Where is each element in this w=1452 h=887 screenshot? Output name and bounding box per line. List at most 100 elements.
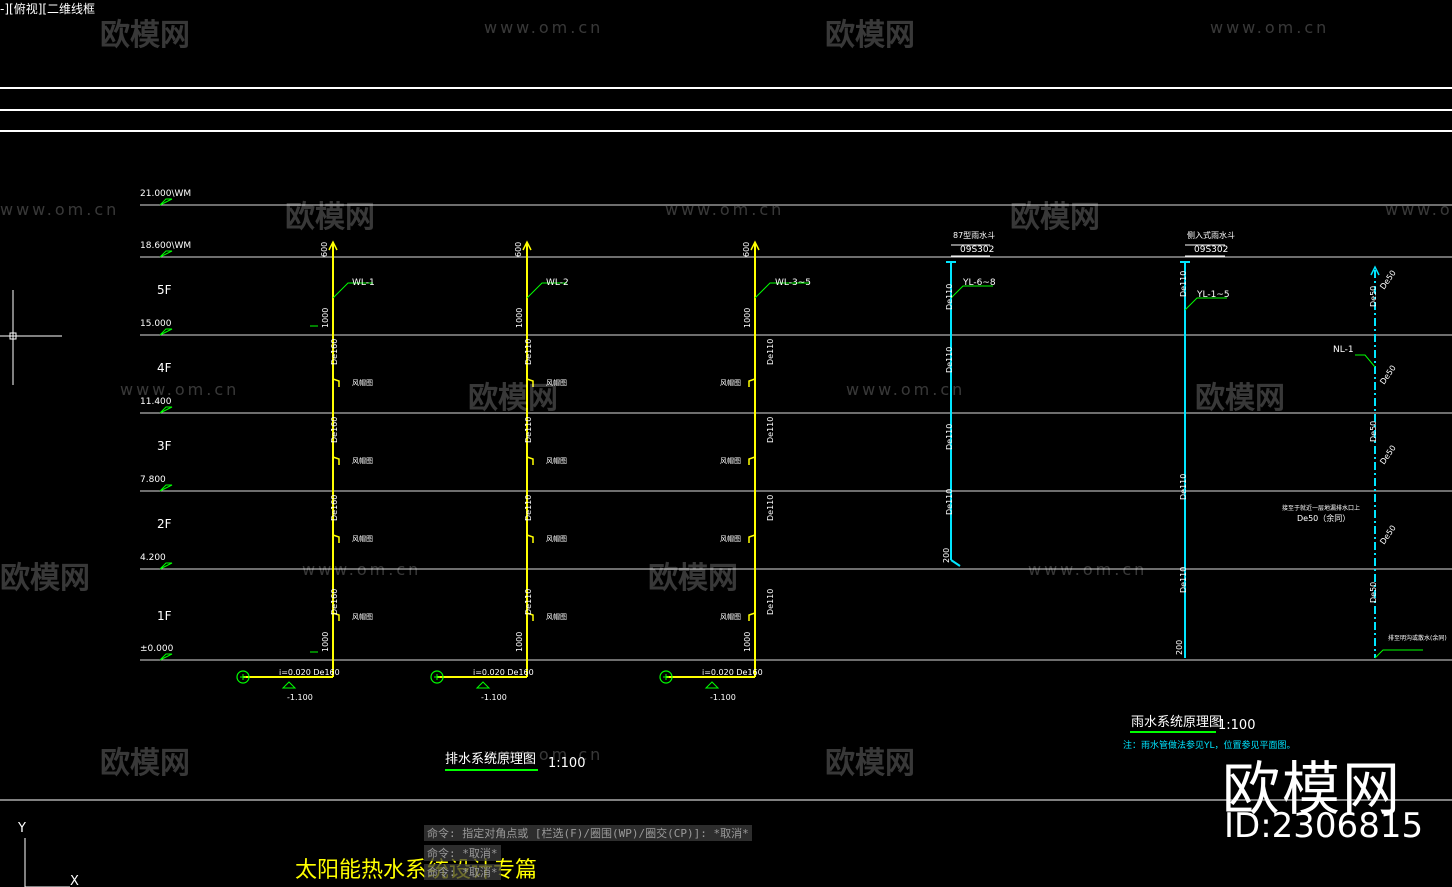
fixture-label: 风帽图 [352, 456, 373, 465]
pipe-size-label: De160 [330, 589, 339, 615]
fixture-label: 风帽图 [720, 612, 741, 621]
pipe-size-label: De110 [945, 489, 954, 515]
diagram-scale: 1:100 [1218, 718, 1255, 733]
dimension-label: 600 [320, 242, 329, 257]
pipe-size-label: De110 [766, 589, 775, 615]
dimension-label: 200 [942, 548, 951, 563]
dimension-label: 1000 [515, 632, 524, 652]
pipe-size-label: De50 [1378, 444, 1398, 467]
floor-label: 1F [157, 609, 172, 623]
dimension-label: 600 [514, 242, 523, 257]
command-history-line: 命令: *取消* [424, 864, 501, 880]
slope-label: i=0.020 De160 [702, 668, 763, 677]
pipe-size-label: De110 [524, 339, 533, 365]
ucs-axis-icon [24, 838, 70, 887]
viewport-label[interactable]: -][俯视][二维线框 [0, 2, 96, 16]
rain-riser-yl6-8[interactable]: 87型雨水斗 09S302 YL-6~8 De110 De110 De110 D… [942, 230, 996, 567]
fixture-label: 风帽图 [546, 612, 567, 621]
dimension-label: 1000 [743, 308, 752, 328]
pipe-size-label: De50 [1369, 582, 1378, 603]
diagram-title: 排水系统原理图 [445, 752, 536, 767]
elevation-label: 7.800 [140, 475, 166, 485]
fixture-label: 风帽图 [352, 612, 373, 621]
riser-label: WL-2 [546, 278, 569, 288]
device-label: 87型雨水斗 [953, 230, 995, 240]
dimension-label: 600 [742, 242, 751, 257]
standard-label: 09S302 [960, 245, 994, 255]
ucs-x-label: X [70, 874, 79, 887]
drain-diagram-title: 排水系统原理图 1:100 [445, 752, 585, 771]
fixture-label: 风帽图 [546, 456, 567, 465]
pipe-size-label: De110 [766, 339, 775, 365]
pipe-size-label: De110 [1179, 271, 1188, 297]
pipe-size-label: De50 [1369, 421, 1378, 442]
note-label: 接至于就近一层地漏排水口上 [1282, 504, 1360, 512]
floor-label: 3F [157, 439, 172, 453]
diagram-title: 雨水系统原理图 [1131, 715, 1222, 730]
pipe-size-label: De110 [524, 589, 533, 615]
brand-logo: 欧模网 [1222, 755, 1403, 823]
pipe-size-label: De110 [945, 347, 954, 373]
fixture-label: 风帽图 [546, 534, 567, 543]
drain-riser-wl2[interactable]: WL-2 600 1000 De110 De110 De110 De110 10… [430, 240, 569, 702]
floor-label: 4F [157, 361, 172, 375]
floor-lines [140, 204, 1452, 661]
rain-note: 注：雨水管做法参见YL，位置参见平面图。 [1123, 739, 1296, 751]
riser-label: NL-1 [1333, 345, 1354, 355]
elevation-label: 4.200 [140, 553, 166, 563]
pipe-size-label: De110 [945, 424, 954, 450]
drain-riser-wl3-5[interactable]: WL-3~5 600 1000 De110 De110 De110 De110 … [659, 240, 811, 702]
pipe-size-label: De50 [1378, 524, 1398, 547]
main-title: 太阳能热水系统设计专篇 [295, 858, 537, 883]
dimension-label: 1000 [321, 632, 330, 652]
pipe-size-label: De110 [1179, 567, 1188, 593]
floor-label: 5F [157, 283, 172, 297]
floor-label: 2F [157, 517, 172, 531]
crosshair-cursor-icon [0, 290, 62, 385]
depth-label: -1.100 [710, 693, 736, 702]
diagram-scale: 1:100 [548, 756, 585, 771]
pipe-size-label: De160 [330, 339, 339, 365]
elevation-label: ±0.000 [140, 644, 174, 654]
pipe-size-label: De50 [1378, 364, 1398, 387]
command-history-line: 命令: *取消* [424, 845, 501, 861]
dimension-label: 1000 [321, 308, 330, 328]
fixture-label: 风帽图 [546, 378, 567, 387]
elevation-label: 15.000 [140, 319, 172, 329]
pipe-size-label: De110 [524, 417, 533, 443]
elevation-label: 11.400 [140, 397, 172, 407]
fixture-label: 风帽图 [720, 456, 741, 465]
elevation-label: 21.000\WM [140, 189, 191, 199]
device-label: 侧入式雨水斗 [1187, 230, 1235, 240]
pipe-size-label: De160 [330, 417, 339, 443]
riser-label: WL-1 [352, 278, 375, 288]
elevation-label: 18.600\WM [140, 241, 191, 251]
pipe-size-label: De160 [330, 495, 339, 521]
depth-label: -1.100 [481, 693, 507, 702]
pipe-size-label: De110 [766, 417, 775, 443]
slope-label: i=0.020 De160 [279, 668, 340, 677]
slope-label: i=0.020 De160 [473, 668, 534, 677]
pipe-size-label: De50 [1369, 286, 1378, 307]
riser-label: YL-1~5 [1196, 290, 1230, 300]
brand-id: ID:2306815 [1224, 806, 1424, 846]
fixture-label: 风帽图 [352, 378, 373, 387]
rain-riser-yl1-5[interactable]: 侧入式雨水斗 09S302 YL-1~5 De110 De110 De110 2… [1175, 230, 1235, 658]
standard-label: 09S302 [1194, 245, 1228, 255]
condensate-riser-nl1[interactable]: NL-1 De50 De50 De50 De50 De50 De50 De50 … [1282, 265, 1447, 659]
elevation-markers [159, 198, 173, 661]
ucs-y-label: Y [17, 821, 26, 836]
riser-label: WL-3~5 [775, 278, 811, 288]
riser-label: YL-6~8 [962, 278, 996, 288]
dimension-label: 1000 [743, 632, 752, 652]
pipe-size-label: De110 [945, 284, 954, 310]
command-history-line: 命令: 指定对角点或 [栏选(F)/圈围(WP)/圈交(CP)]: *取消* [424, 825, 752, 841]
fixture-label: 风帽图 [352, 534, 373, 543]
depth-label: -1.100 [287, 693, 313, 702]
drain-riser-wl1[interactable]: WL-1 600 1000 De160 De160 De160 De160 10… [236, 240, 375, 702]
dimension-label: 200 [1175, 640, 1184, 655]
pipe-size-label: De50 [1378, 269, 1398, 292]
note-label: 排至明沟或散水(余同) [1388, 634, 1447, 642]
fixture-label: 风帽图 [720, 534, 741, 543]
